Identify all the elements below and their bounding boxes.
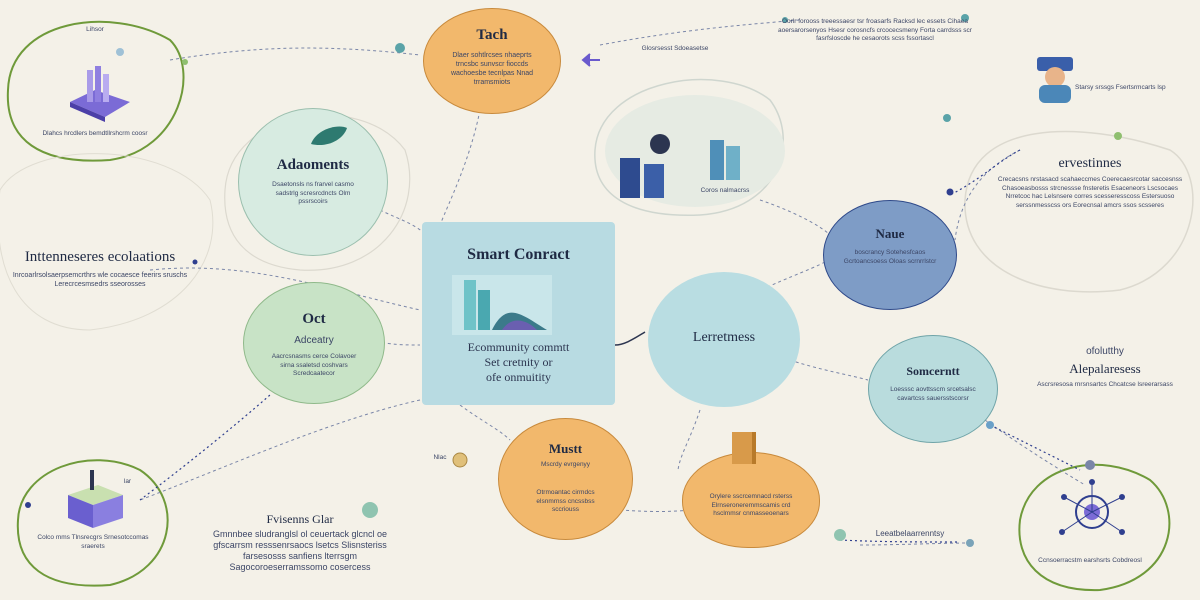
link-dark-4 xyxy=(839,539,961,543)
link-topleft-tech xyxy=(169,47,421,61)
node-tech[interactable]: Tach Dlaer sohtlrcses nhaeprts trncsbc s… xyxy=(423,8,561,114)
node-must-title: Mustt xyxy=(548,441,583,456)
outer-ring-left-mid xyxy=(0,153,214,331)
node-bottom-orange-body: Orylere sscrcemnacd rsterss Elrnseronere… xyxy=(709,493,793,517)
node-oct-body: Aacrcsnasms cerce Colavoer sirna ssalets… xyxy=(271,353,357,377)
node-community-body: Loesssc aovttsscm srcetsalsc cavartcss s… xyxy=(890,386,976,402)
link-center-must xyxy=(459,404,511,441)
link-dark-2 xyxy=(989,424,1081,471)
node-box[interactable]: Colco mms Tlnsrecgrs Srnesotccomas sraer… xyxy=(18,460,168,584)
book-icon xyxy=(70,66,130,122)
card-smart-contract-title: Smart Conract xyxy=(467,246,570,263)
node-lessons[interactable]: Lihsor Dlahcs hrcdlers bemdtllrshcrm coo… xyxy=(20,22,170,152)
node-nate-body: boscrancy Sotehesfcaos Gcrtoancsoess Olo… xyxy=(843,249,937,265)
gift-icon xyxy=(732,432,756,464)
cube-icon xyxy=(68,470,123,528)
link-lifetimes-bottom xyxy=(677,409,701,471)
outer-ring-bottom-right xyxy=(1018,463,1171,592)
link-bottom-mid xyxy=(619,509,691,512)
outer-ring-top-left xyxy=(6,20,185,162)
node-lessons-caption: Dlahcs hrcdlers bemdtllrshcrm coosr xyxy=(42,130,148,137)
outer-ring-right xyxy=(964,130,1194,293)
node-infrastructure-caption: Coros nalmacrss xyxy=(700,187,750,194)
node-agreements-title: Adaoments xyxy=(276,157,350,173)
outer-ring-bottom-left xyxy=(16,459,169,587)
block-interests-body: Inrcoarlrsolsaerpsemcrthrs wle cocaesce … xyxy=(12,272,188,288)
label-tech-arrow: Glosrsesst Sdoeasetse xyxy=(641,45,709,52)
buildings-icon xyxy=(620,134,740,198)
node-lifetimess[interactable]: Lerretmess xyxy=(648,272,800,407)
node-agreements-body: Dsaetonsls ns frarvel casmo sadstrlg scr… xyxy=(272,181,354,205)
block-opportunity-kicker: ofolutthy xyxy=(1086,346,1124,357)
label-must-left: Nlac xyxy=(433,454,447,461)
node-must-body: Otrmoantac cirmdcs elsnmrnss cncssbss sc… xyxy=(536,489,595,513)
card-smart-contract-line1: Ecommunity commtt xyxy=(467,340,570,354)
node-community-title: Somcerntt xyxy=(906,364,960,378)
card-smart-contract-line3: ofe onmuitity xyxy=(486,370,551,384)
node-tech-body: Dlaer sohtlrcses nhaeprts trncsbc sunvsc… xyxy=(450,52,534,86)
label-box-side: lar xyxy=(123,478,132,485)
link-lifetimes-community xyxy=(789,359,869,381)
node-community[interactable]: Somcerntt Loesssc aovttsscm srcetsalsc c… xyxy=(868,335,998,443)
arrow-to-tech xyxy=(581,53,600,67)
block-investments: ervestinnes Crecacsns nrstasacd scahaecc… xyxy=(995,156,1185,210)
connector-dots xyxy=(25,14,1122,547)
node-lifetimess-title: Lerretmess xyxy=(692,330,756,345)
node-globe[interactable]: Ccnsoerracstm earshsrts Cobdreosl xyxy=(1020,465,1160,585)
arrow-center-lifetimes xyxy=(614,331,646,346)
leaf-icon xyxy=(311,126,347,146)
node-nate-title: Naue xyxy=(875,226,905,241)
node-must[interactable]: Mustt Mscrdy evrgenyy Otrmoantac cirmdcs… xyxy=(498,418,633,540)
block-opportunity-body: Ascrsresosa rnrsnsartcs Chcatcse lsreera… xyxy=(1037,380,1173,388)
node-infrastructure[interactable]: Coros nalmacrss xyxy=(605,95,785,207)
link-dark-3 xyxy=(139,394,271,501)
block-bottom-left-body: Gmnnbee sludranglsl ol ceuertack glcncl … xyxy=(212,529,388,572)
label-wealth: Leeatbelaarrenntsy xyxy=(875,529,945,538)
block-interests: Inttenneseres ecolaations Inrcoarlrsolsa… xyxy=(10,248,190,289)
block-interests-title: Inttenneseres ecolaations xyxy=(24,249,176,265)
node-oct-subtitle: Adceatry xyxy=(294,335,334,346)
card-smart-contract[interactable]: Smart Conract Ecommunity commtt Set cret… xyxy=(422,222,615,405)
node-oct[interactable]: Oct Adceatry Aacrcsnasms cerce Colavoer … xyxy=(243,282,385,404)
block-investments-title: ervestinnes xyxy=(1058,156,1122,171)
link-tech-center xyxy=(439,109,481,226)
card-smart-contract-line2: Set cretnity or xyxy=(484,355,553,369)
link-top-right-text xyxy=(599,19,801,46)
link-right-nate xyxy=(954,149,1021,241)
link-dark-1 xyxy=(949,149,1021,196)
node-lessons-label: Lihsor xyxy=(86,26,104,33)
block-investments-body: Crecacsns nrstasacd scahaeccmes Coerecae… xyxy=(997,176,1183,209)
label-person: Starsy srssgs Fsertsrmcarts lsp xyxy=(1075,84,1166,91)
node-tech-title: Tach xyxy=(476,27,508,43)
node-globe-caption: Ccnsoerracstm earshsrts Cobdreosl xyxy=(1038,557,1142,564)
block-opportunity-title: Alepalaresess xyxy=(1069,360,1141,376)
node-bottom-orange[interactable]: Orylere sscrcemnacd rsterss Elrnseronere… xyxy=(682,452,820,548)
node-nate[interactable]: Naue boscrancy Sotehesfcaos Gcrtoancsoes… xyxy=(823,200,957,310)
person-icon xyxy=(1037,57,1073,103)
block-opportunity: ofolutthy Alepalaresess Ascrsresosa rnrs… xyxy=(1020,346,1190,389)
link-left-center xyxy=(149,267,421,311)
label-top-right-paragraph: Oorlr forooss treeessaesr tsr froasarfs … xyxy=(778,18,972,42)
node-must-subtitle: Mscrdy evrgenyy xyxy=(540,461,591,468)
link-center-bottomleft xyxy=(139,399,421,501)
node-box-caption: Colco mms Tlnsrecgrs Srnesotccomas sraer… xyxy=(37,534,149,550)
link-wealth-right xyxy=(859,542,971,546)
block-bottom-left: Fvisenns Glar Gmnnbee sludranglsl ol ceu… xyxy=(200,512,400,573)
block-bottom-left-title: Fvisenns Glar xyxy=(266,512,334,526)
chart-illustration-icon xyxy=(452,275,552,335)
network-globe-icon xyxy=(1059,479,1125,535)
node-oct-title: Oct xyxy=(302,311,326,327)
link-tech-nate xyxy=(759,199,831,236)
node-agreements[interactable]: Adaoments Dsaetonsls ns frarvel casmo sa… xyxy=(238,108,388,256)
